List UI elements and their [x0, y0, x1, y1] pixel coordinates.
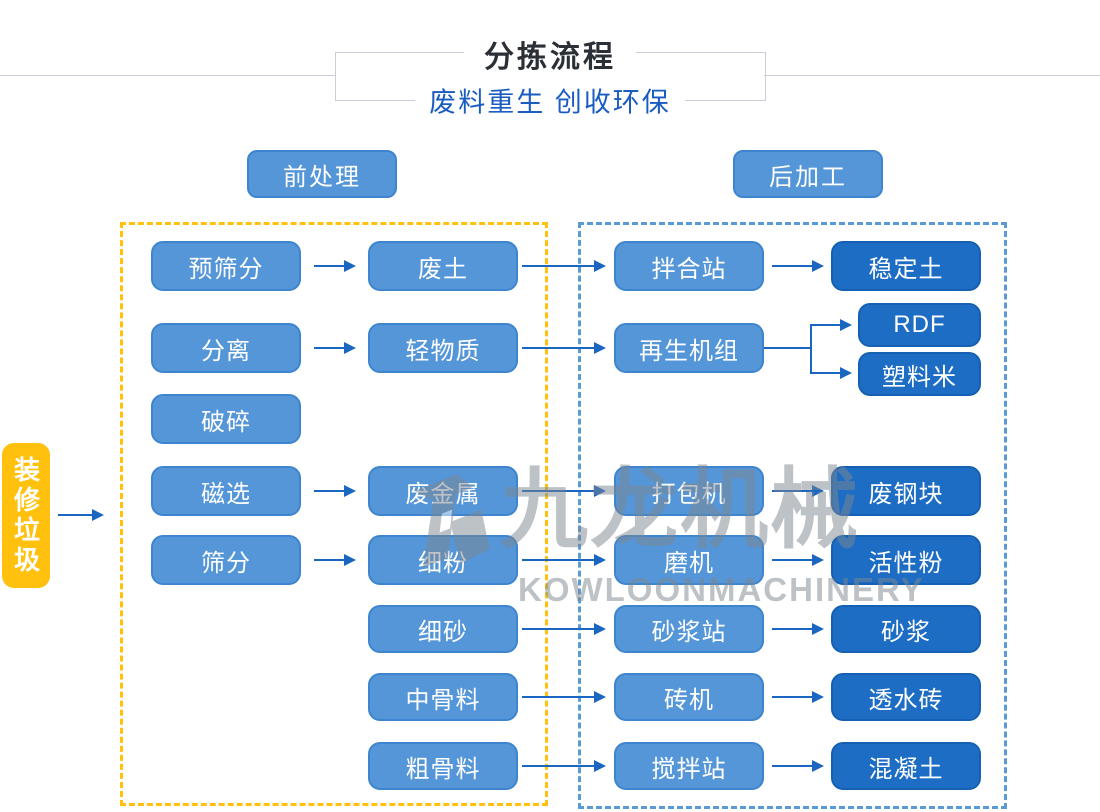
- arrow-mixing-stabilized: [772, 260, 824, 272]
- node-concrete: 混凝土: [831, 742, 981, 790]
- node-fine-powder: 细粉: [368, 535, 518, 585]
- arrow-prescreen-soil: [314, 260, 356, 272]
- arrow-recycling-rdf: [812, 319, 852, 331]
- arrow-source-to-region: [58, 509, 104, 521]
- node-plastic-pellets: 塑料米: [858, 352, 981, 396]
- node-brick-machine: 砖机: [614, 673, 764, 721]
- arrow-light-recycling: [522, 342, 606, 354]
- node-rdf: RDF: [858, 303, 981, 347]
- arrow-mortarplant-mortar: [772, 623, 824, 635]
- node-coarse-aggregate: 粗骨料: [368, 742, 518, 790]
- arrow-soil-mixingplant: [522, 260, 606, 272]
- node-magnetic-separation: 磁选: [151, 466, 301, 516]
- node-crushing: 破碎: [151, 394, 301, 444]
- node-separation: 分离: [151, 323, 301, 373]
- node-recycling-unit: 再生机组: [614, 323, 764, 373]
- pre-processing-region: [120, 222, 548, 806]
- node-scrap-steel: 废钢块: [831, 466, 981, 516]
- node-mortar: 砂浆: [831, 605, 981, 653]
- node-screening: 筛分: [151, 535, 301, 585]
- section-post-processing: 后加工: [733, 150, 883, 198]
- arrow-metal-baler: [522, 485, 606, 497]
- arrow-separation-light: [314, 342, 356, 354]
- header-rule-right: [764, 75, 1100, 76]
- arrow-mill-activepowder: [772, 554, 824, 566]
- arrow-medium-brickmachine: [522, 691, 606, 703]
- arrow-batching-concrete: [772, 760, 824, 772]
- node-waste-soil: 废土: [368, 241, 518, 291]
- node-medium-aggregate: 中骨料: [368, 673, 518, 721]
- node-batching-plant: 搅拌站: [614, 742, 764, 790]
- post-processing-region: [578, 222, 1007, 809]
- node-mortar-plant: 砂浆站: [614, 605, 764, 653]
- node-mixing-plant: 拌合站: [614, 241, 764, 291]
- branch-stem: [764, 347, 810, 349]
- arrow-baler-steel: [772, 485, 824, 497]
- arrow-powder-mill: [522, 554, 606, 566]
- node-light-material: 轻物质: [368, 323, 518, 373]
- header-rule-left: [0, 75, 335, 76]
- page-subtitle: 废料重生 创收环保: [415, 80, 685, 120]
- arrow-magnetic-metal: [314, 485, 356, 497]
- page-title: 分拣流程: [464, 32, 636, 76]
- arrow-coarse-batching: [522, 760, 606, 772]
- arrow-sand-mortarplant: [522, 623, 606, 635]
- node-active-powder: 活性粉: [831, 535, 981, 585]
- arrow-screening-powder: [314, 554, 356, 566]
- arrow-brickmachine-brick: [772, 691, 824, 703]
- node-mill: 磨机: [614, 535, 764, 585]
- node-scrap-metal: 废金属: [368, 466, 518, 516]
- node-stabilized-soil: 稳定土: [831, 241, 981, 291]
- node-permeable-brick: 透水砖: [831, 673, 981, 721]
- node-fine-sand: 细砂: [368, 605, 518, 653]
- node-pre-screening: 预筛分: [151, 241, 301, 291]
- node-decoration-waste: 装修垃圾: [2, 443, 50, 588]
- node-baler: 打包机: [614, 466, 764, 516]
- arrow-recycling-pellets: [812, 367, 852, 379]
- branch-vertical: [810, 324, 812, 374]
- section-pre-processing: 前处理: [247, 150, 397, 198]
